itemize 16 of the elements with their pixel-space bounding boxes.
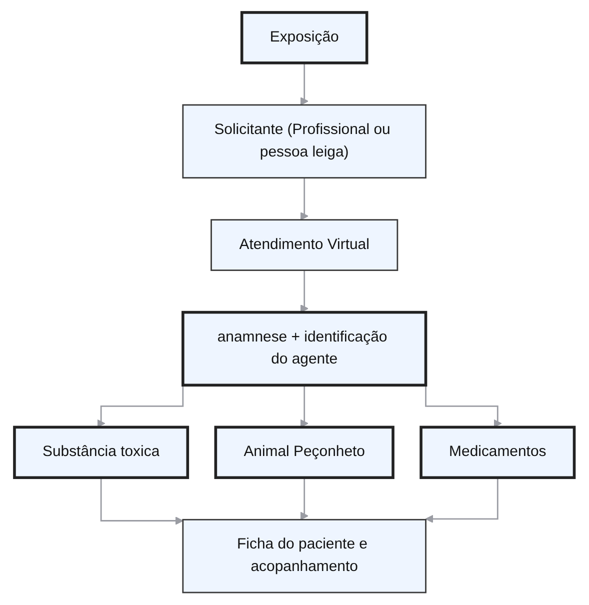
node-box: Solicitante (Profissional ou pessoa leiga)	[182, 104, 427, 178]
node-box: Ficha do paciente e acopanhamento	[182, 518, 427, 594]
arrow	[300, 62, 309, 106]
arrow	[100, 478, 184, 525]
node-box: Medicamentos	[420, 426, 576, 480]
arrow	[300, 270, 309, 313]
node-box: Atendimento Virtual	[210, 219, 398, 271]
node-box: anamnese + identificação do agente	[182, 310, 428, 387]
node-box: Substância toxica	[13, 426, 190, 480]
arrow	[300, 385, 309, 428]
node-box: Exposição	[240, 11, 368, 64]
arrow	[300, 478, 309, 520]
arrow	[300, 178, 309, 220]
node-box: Animal Peçonheto	[214, 426, 395, 480]
arrow	[425, 478, 498, 524]
arrow	[425, 384, 502, 428]
